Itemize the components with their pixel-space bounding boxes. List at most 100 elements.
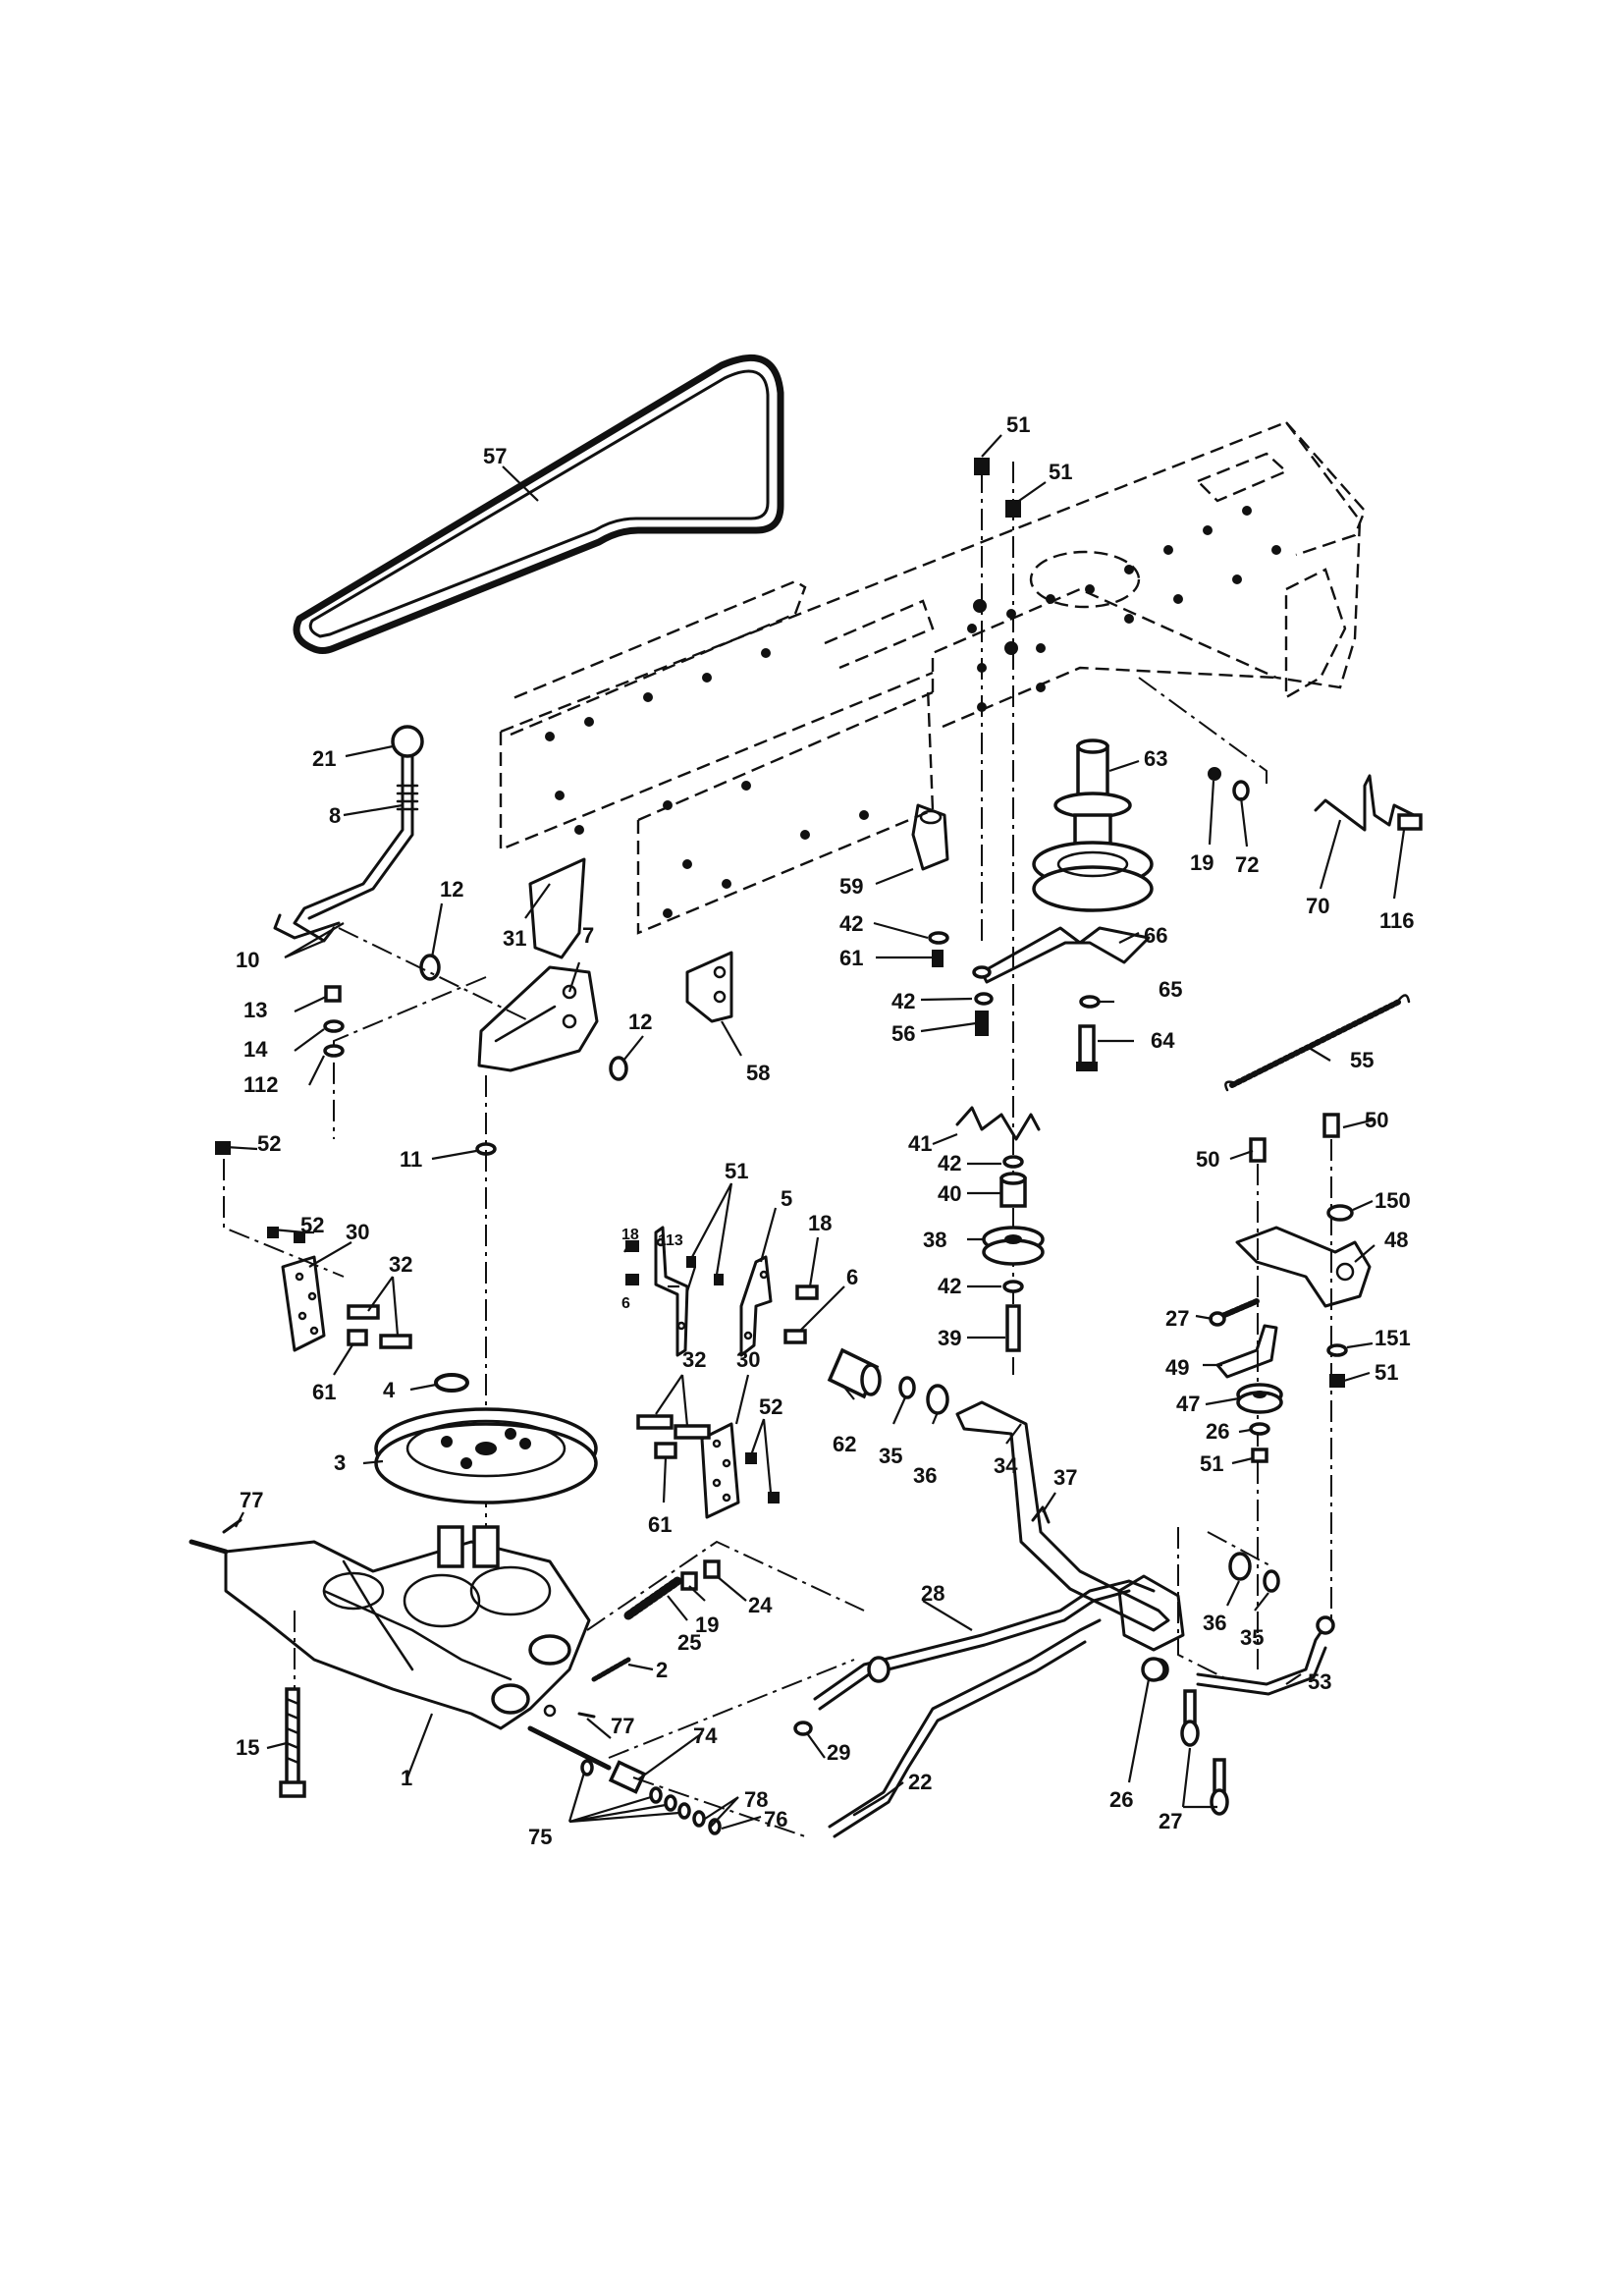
- idler-pulley-38: [982, 1226, 1045, 1266]
- spring-25: [623, 1576, 682, 1620]
- callout-72: 72: [1235, 852, 1259, 877]
- washer-36b: [1228, 1552, 1252, 1581]
- washers-75: [580, 1759, 691, 1820]
- dash-36-35: [1177, 1527, 1272, 1680]
- callout-8: 8: [329, 803, 341, 828]
- dash-leader-13: [333, 976, 487, 1139]
- lever-axis: [338, 927, 531, 1022]
- eyebolt-27b: [1180, 1689, 1229, 1816]
- bolt-6a: [625, 1274, 639, 1285]
- bolt-18a: [625, 1240, 639, 1252]
- callout-29: 29: [827, 1740, 850, 1765]
- callout-55: 55: [1350, 1048, 1374, 1072]
- callout-52: 52: [759, 1394, 782, 1419]
- transmission-pulley-3: [374, 1407, 598, 1504]
- washer-12b: [609, 1056, 628, 1081]
- nut-76: [708, 1818, 722, 1835]
- callout-26: 26: [1206, 1419, 1229, 1444]
- idler-bracket-48: [1235, 1226, 1372, 1308]
- callout-65: 65: [1159, 977, 1182, 1002]
- callout-30: 30: [736, 1347, 760, 1372]
- bracket-5: [739, 1255, 773, 1357]
- brake-rod-28: [813, 1579, 1156, 1711]
- callout-50: 50: [1196, 1147, 1219, 1172]
- callout-53: 53: [1308, 1669, 1331, 1694]
- callout-39: 39: [938, 1326, 961, 1350]
- callout-64: 64: [1151, 1028, 1175, 1053]
- washer-65: [1079, 995, 1101, 1009]
- washer-35a: [898, 1376, 916, 1399]
- bolt-13: [324, 985, 342, 1003]
- callout-2: 2: [656, 1658, 668, 1682]
- callout-25: 25: [677, 1630, 701, 1655]
- bolt-61-left: [347, 1329, 368, 1346]
- bolt-61-center: [654, 1442, 677, 1459]
- bushing-62: [827, 1347, 882, 1399]
- callout-11: 11: [400, 1147, 422, 1172]
- callout-75: 75: [528, 1825, 552, 1849]
- clip-29: [793, 1721, 813, 1736]
- engine-pulley: [1032, 738, 1154, 912]
- retaining-ring-4: [434, 1373, 469, 1393]
- callout-77: 77: [611, 1714, 634, 1738]
- callout-3: 3: [334, 1450, 346, 1475]
- callout-27: 27: [1165, 1306, 1189, 1331]
- callout-61: 61: [839, 946, 863, 970]
- callout-51: 51: [1049, 460, 1072, 484]
- callout-63: 63: [1144, 746, 1167, 771]
- key-77b: [577, 1712, 596, 1719]
- washer-14: [323, 1019, 345, 1033]
- callout-12: 12: [628, 1010, 652, 1034]
- leader-lines: [225, 434, 1406, 1831]
- callout-1: 1: [401, 1766, 412, 1790]
- cross-shaft-34: [955, 1400, 1170, 1632]
- nut-51d: [1329, 1374, 1345, 1388]
- callout-56: 56: [891, 1021, 915, 1046]
- spring-55: [1224, 994, 1411, 1092]
- callout-76: 76: [764, 1807, 787, 1831]
- callout-51: 51: [1375, 1360, 1398, 1385]
- bracket-58: [685, 951, 733, 1023]
- bracket-30-center: [700, 1422, 740, 1519]
- bolt-39: [1005, 1304, 1021, 1352]
- callout-47: 47: [1176, 1392, 1200, 1416]
- callout-51: 51: [1200, 1451, 1223, 1476]
- callout-6: 6: [621, 1295, 630, 1312]
- bolt-50a: [1249, 1137, 1267, 1163]
- washer-12a: [419, 954, 441, 981]
- transaxle-1: [189, 1525, 612, 1771]
- callout-61: 61: [648, 1512, 672, 1537]
- callout-numbers: 57 51 51 21 8 63 19 72 70 116 59 42 61 6…: [236, 412, 1415, 1849]
- callout-6: 6: [846, 1265, 858, 1289]
- frame-dashed: [499, 420, 1367, 935]
- callout-61: 61: [312, 1380, 336, 1404]
- bolt-56: [975, 1011, 989, 1036]
- washer-42d: [1002, 1280, 1024, 1293]
- nut-52b-1: [267, 1227, 279, 1238]
- nut-19b: [680, 1571, 698, 1591]
- callout-151: 151: [1375, 1326, 1411, 1350]
- callout-30: 30: [346, 1220, 369, 1244]
- bracket-59: [911, 803, 949, 967]
- callout-18: 18: [621, 1227, 639, 1243]
- washer-78: [692, 1810, 706, 1828]
- callout-32: 32: [389, 1252, 412, 1277]
- callout-19: 19: [695, 1613, 719, 1637]
- callout-66: 66: [1144, 923, 1167, 948]
- pulley-150: [1326, 1204, 1354, 1222]
- washer-26b: [1141, 1657, 1166, 1682]
- callout-14: 14: [243, 1037, 268, 1062]
- nut-51-top: [973, 458, 1021, 655]
- eyebolt-27a: [1209, 1298, 1260, 1327]
- rod-53: [1196, 1615, 1335, 1696]
- spacer-24: [703, 1559, 721, 1579]
- pin-37: [1031, 1505, 1051, 1524]
- callout-50: 50: [1365, 1108, 1388, 1132]
- washer-42c: [1002, 1155, 1024, 1169]
- callout-24: 24: [748, 1593, 773, 1617]
- nut-51e: [1251, 1448, 1268, 1463]
- washer-35b: [1263, 1569, 1280, 1593]
- callout-35: 35: [879, 1444, 902, 1468]
- dash-52: [223, 1159, 345, 1278]
